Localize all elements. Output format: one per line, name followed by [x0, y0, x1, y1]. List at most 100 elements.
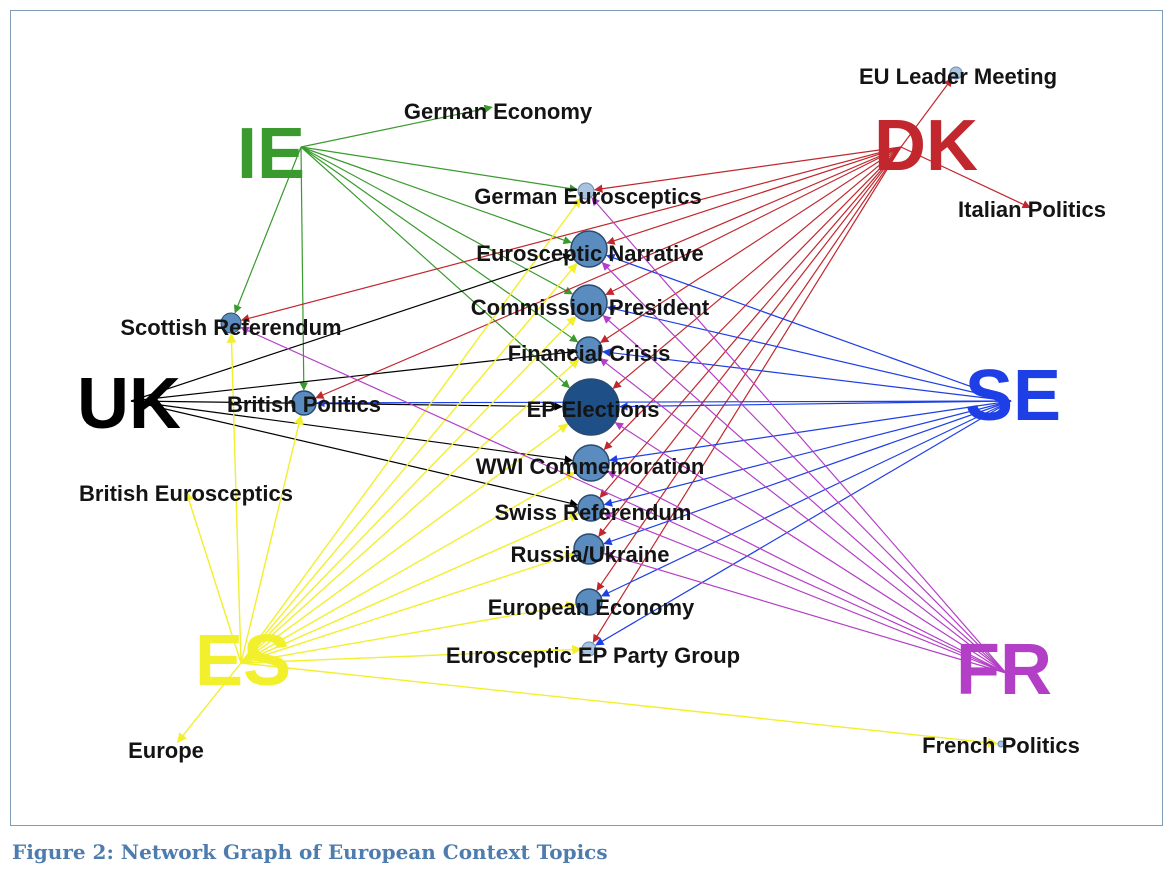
- label-swiss-referendum: Swiss Referendum: [495, 500, 692, 525]
- label-wwi-commemoration: WWI Commemoration: [476, 454, 705, 479]
- edge-ie-financial-crisis: [300, 146, 579, 343]
- country-label-se: SE: [965, 356, 1061, 436]
- label-commission-president: Commission President: [471, 295, 710, 320]
- edge-dk-scottish-referendum: [240, 146, 902, 323]
- label-eu-leader-meeting: EU Leader Meeting: [859, 64, 1057, 89]
- edge-ie-scottish-referendum: [233, 146, 302, 314]
- edge-se-financial-crisis: [602, 348, 1012, 402]
- edge-ie-british-politics: [299, 146, 308, 391]
- edge-dk-swiss-referendum: [599, 146, 902, 499]
- edge-se-ep-elections: [619, 400, 1012, 411]
- edge-ie-ep-elections: [300, 146, 571, 389]
- edge-es-british-eurosceptics: [184, 491, 242, 664]
- edge-es-swiss-referendum: [240, 512, 580, 664]
- label-eurosceptic-ep-party-group: Eurosceptic EP Party Group: [446, 643, 740, 668]
- edge-es-german-eurosceptics: [240, 197, 582, 664]
- edge-dk-italian-politics: [900, 146, 1031, 209]
- edge-es-british-politics: [240, 414, 304, 664]
- edge-es-eurosceptic-ep-party-group: [240, 644, 582, 664]
- edge-fr-financial-crisis: [599, 358, 1007, 674]
- edge-es-european-economy: [240, 601, 577, 664]
- edge-es-financial-crisis: [240, 358, 580, 664]
- edge-fr-russia-ukraine: [603, 551, 1007, 674]
- edge-fr-eurosceptic-narrative: [601, 261, 1007, 674]
- edge-dk-german-eurosceptics: [594, 146, 902, 193]
- edge-ie-german-economy: [300, 104, 493, 148]
- edge-se-commission-president: [606, 304, 1012, 402]
- edge-ie-commission-president: [300, 146, 574, 295]
- edge-uk-eurosceptic-narrative: [130, 253, 572, 402]
- edge-se-british-politics: [316, 398, 1012, 408]
- edge-dk-eurosceptic-narrative: [606, 146, 902, 245]
- edge-uk-swiss-referendum: [130, 400, 579, 508]
- node-ep-elections: [562, 378, 620, 436]
- edge-se-eurosceptic-narrative: [606, 254, 1012, 402]
- label-europe: Europe: [128, 738, 204, 763]
- country-labels-layer: IE DK UK SE ES FR: [77, 106, 1061, 710]
- node-german-eurosceptics: [577, 182, 595, 200]
- node-eurosceptic-ep-party-group: [581, 641, 597, 657]
- edge-fr-wwi-commemoration: [607, 471, 1007, 674]
- node-british-politics: [291, 390, 317, 416]
- label-eurosceptic-narrative: Eurosceptic Narrative: [476, 241, 703, 266]
- edge-fr-german-eurosceptics: [591, 197, 1007, 674]
- node-european-economy: [575, 588, 603, 616]
- node-financial-crisis: [575, 336, 603, 364]
- edge-se-eurosceptic-ep-party-group: [595, 400, 1012, 646]
- edge-es-russia-ukraine: [240, 552, 575, 664]
- edge-se-russia-ukraine: [603, 400, 1012, 546]
- edge-es-wwi-commemoration: [240, 471, 576, 664]
- edge-uk-wwi-commemoration: [130, 400, 574, 464]
- node-eurosceptic-narrative: [570, 230, 608, 268]
- country-label-es: ES: [195, 621, 291, 701]
- label-british-politics: British Politics: [227, 392, 381, 417]
- label-german-eurosceptics: German Eurosceptics: [474, 184, 701, 209]
- label-russia-ukraine: Russia/Ukraine: [511, 542, 670, 567]
- edge-dk-russia-ukraine: [598, 146, 902, 538]
- label-italian-politics: Italian Politics: [958, 197, 1106, 222]
- edge-ie-german-eurosceptics: [300, 146, 578, 193]
- edge-fr-swiss-referendum: [603, 512, 1007, 674]
- edge-es-ep-elections: [240, 423, 569, 664]
- edge-se-wwi-commemoration: [608, 400, 1012, 464]
- edge-fr-commission-president: [602, 315, 1007, 674]
- edge-dk-european-economy: [596, 146, 902, 592]
- edge-se-swiss-referendum: [603, 400, 1012, 507]
- edge-es-europe: [177, 662, 242, 743]
- edge-dk-eurosceptic-ep-party-group: [592, 146, 902, 643]
- figure-caption: Figure 2: Network Graph of European Cont…: [12, 840, 608, 864]
- country-label-uk: UK: [77, 364, 181, 444]
- label-scottish-referendum: Scottish Referendum: [120, 315, 341, 340]
- edge-se-european-economy: [600, 400, 1012, 597]
- nodes-layer: [220, 66, 1005, 748]
- label-british-eurosceptics: British Eurosceptics: [79, 481, 293, 506]
- node-wwi-commemoration: [572, 444, 610, 482]
- node-french-politics: [997, 740, 1005, 748]
- edge-dk-wwi-commemoration: [603, 146, 902, 451]
- edge-dk-commission-president: [605, 146, 902, 296]
- edges-layer: [130, 77, 1031, 748]
- node-commission-president: [570, 284, 608, 322]
- edge-es-commission-president: [240, 315, 577, 664]
- label-ep-elections: EP Elections: [527, 397, 660, 422]
- country-label-ie: IE: [237, 114, 305, 194]
- country-label-dk: DK: [874, 106, 978, 186]
- node-eu-leader-meeting: [949, 66, 963, 80]
- edge-ie-eurosceptic-narrative: [300, 146, 572, 245]
- edge-es-eurosceptic-narrative: [240, 262, 578, 664]
- node-russia-ukraine: [573, 533, 605, 565]
- node-scottish-referendum: [220, 312, 242, 334]
- edge-es-scottish-referendum: [226, 333, 242, 664]
- edge-fr-scottish-referendum: [240, 326, 1007, 674]
- country-label-fr: FR: [956, 630, 1052, 710]
- edge-uk-financial-crisis: [130, 348, 576, 402]
- edge-dk-ep-elections: [612, 146, 902, 389]
- edge-es-french-politics: [240, 662, 998, 748]
- node-swiss-referendum: [577, 494, 605, 522]
- label-financial-crisis: Financial Crisis: [508, 341, 671, 366]
- label-german-economy: German Economy: [404, 99, 593, 124]
- edge-dk-eu-leader-meeting: [900, 77, 953, 148]
